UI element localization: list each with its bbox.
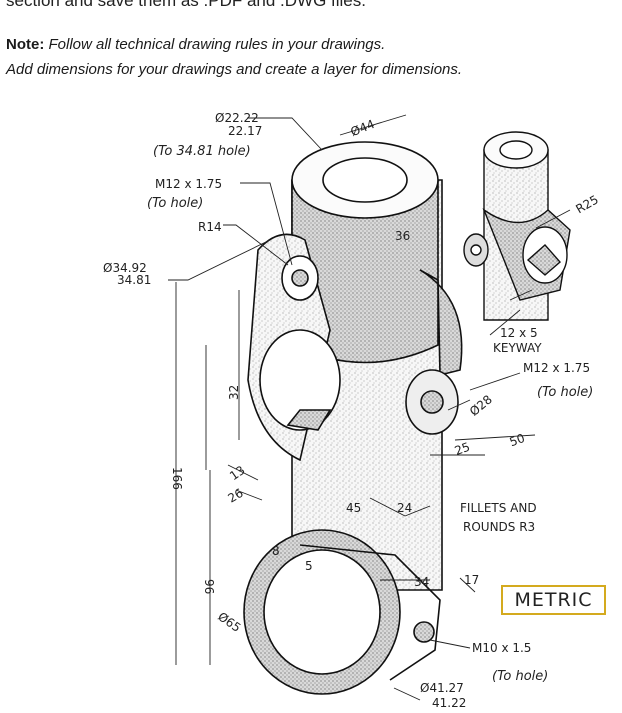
dim-dia-34-a: Ø34.92 [103, 261, 147, 275]
dimension-lines [168, 114, 571, 701]
dim-8: 8 [272, 544, 280, 558]
metric-label: METRIC [501, 585, 606, 615]
dim-thread-m10: M10 x 1.5 [472, 641, 531, 655]
dim-dia28: Ø28 [467, 392, 495, 419]
dim-dia-41-b: 41.22 [432, 696, 466, 710]
dim-45: 45 [346, 501, 361, 515]
note-line-2: Add dimensions for your drawings and cre… [6, 57, 462, 82]
note-label: Note: [6, 36, 45, 53]
dim-thread-m12b: M12 x 1.75 [523, 361, 590, 375]
dim-166: 166 [170, 467, 184, 490]
dim-to-hole-3: (To hole) [492, 669, 548, 684]
dim-thread-m12: M12 x 1.75 [155, 177, 222, 191]
note-block: Note: Follow all technical drawing rules… [6, 32, 462, 82]
dim-top-dia-a: Ø22.22 [215, 111, 259, 125]
dim-keyway-b: KEYWAY [493, 341, 542, 355]
instruction-cut-line: section and save them as .PDF and .DWG f… [6, 0, 366, 10]
note-line-1: Note: Follow all technical drawing rules… [6, 32, 462, 57]
dim-top-dia-note: (To 34.81 hole) [153, 144, 251, 159]
dim-50: 50 [508, 431, 527, 449]
dim-dia65: Ø65 [215, 609, 243, 635]
dim-32: 32 [227, 385, 241, 400]
note-text-2: Add dimensions for your drawings and cre… [6, 61, 463, 78]
inset-view [463, 131, 571, 321]
dim-r14: R14 [198, 220, 222, 234]
dim-34: 34 [414, 575, 429, 589]
dim-dia44: Ø44 [348, 117, 376, 139]
note-text-1: Follow all technical drawing rules in yo… [48, 36, 386, 53]
dim-to-hole-1: (To hole) [147, 196, 203, 211]
dim-26: 26 [225, 486, 245, 506]
dim-25: 25 [453, 440, 472, 458]
dim-to-hole-2: (To hole) [537, 385, 593, 400]
dim-fillets-b: ROUNDS R3 [463, 520, 535, 534]
dim-r25: R25 [573, 192, 600, 216]
dim-24: 24 [397, 501, 412, 515]
dim-36: 36 [395, 229, 410, 243]
dim-keyway-a: 12 x 5 [500, 326, 538, 340]
dim-fillets-a: FILLETS AND [460, 501, 537, 515]
main-part [243, 141, 463, 695]
dim-17: 17 [464, 573, 479, 587]
dim-top-dia-b: 22.17 [228, 124, 262, 138]
dim-dia-34-b: 34.81 [117, 273, 151, 287]
dim-dia-41-a: Ø41.27 [420, 681, 464, 695]
dim-96: 96 [202, 579, 216, 594]
dim-5: 5 [305, 559, 313, 573]
